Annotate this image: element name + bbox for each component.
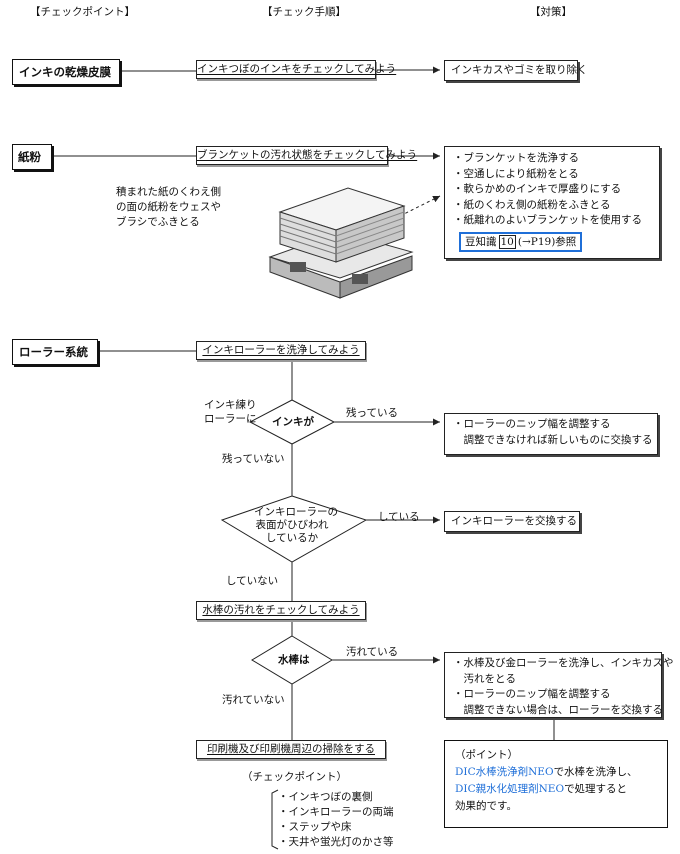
- action-item: 汚れをとる: [453, 672, 516, 685]
- checkpoint-bracket: [271, 789, 279, 850]
- action-item: ・ローラーのニップ幅を調整する: [453, 418, 611, 430]
- paper-stack-illustration: [268, 187, 414, 299]
- action-item: ・紙のくわえ側の紙粉をふきとる: [453, 198, 611, 211]
- checkpoint-list: ・インキつぼの裏側 ・インキローラーの両端 ・ステップや床 ・天井や蛍光灯のかさ…: [278, 790, 394, 850]
- point-text: で処理すると: [564, 783, 628, 795]
- step-check-water-roller-label: 水棒の汚れをチェックしてみよう: [202, 604, 360, 616]
- decision-water-yes: 汚れている: [346, 646, 399, 658]
- decision-ink-no: 残っていない: [222, 453, 285, 465]
- step-clean-press-label: 印刷機及び印刷機周辺の掃除をする: [207, 743, 375, 755]
- decision-line: 表面がひびわれ: [255, 519, 329, 531]
- step-check-blanket: ブランケットの汚れ状態をチェックしてみよう: [196, 146, 417, 165]
- action-list-paper-dust: ・ブランケットを洗浄する ・空通しにより紙粉をとる ・軟らかめのインキで厚盛りに…: [444, 146, 660, 259]
- side-label-line: インキ練り: [204, 399, 257, 411]
- caption-line: の面の紙粉をウェスや: [116, 201, 221, 213]
- checkpoint-item: ・ステップや床: [278, 821, 352, 833]
- reference-page: (→P19)参照: [517, 235, 577, 248]
- action-item: ・紙離れのよいブランケットを使用する: [453, 214, 642, 226]
- checkpoint-item: ・インキローラーの両端: [278, 806, 394, 818]
- side-label-kneading-roller: インキ練り ローラーに: [204, 398, 257, 426]
- action-wash-water-roller: ・水棒及び金ローラーを洗浄し、インキカスや 汚れをとる ・ローラーのニップ幅を調…: [444, 652, 674, 718]
- decision-water-no: 汚れていない: [222, 694, 285, 706]
- decision-water-label: 水棒は: [278, 654, 310, 666]
- point-box: （ポイント） DIC水棒洗浄剤NEOで水棒を洗浄し、 DIC親水化処理剤NEOで…: [444, 740, 668, 828]
- caption-line: ブラシでふきとる: [116, 216, 200, 228]
- step-clean-press: 印刷機及び印刷機周辺の掃除をする: [196, 740, 386, 759]
- category-roller-system: ローラー系統: [12, 339, 98, 365]
- point-line-1: DIC水棒洗浄剤NEOで水棒を洗浄し、: [455, 764, 657, 781]
- action-item: ・ブランケットを洗浄する: [453, 152, 579, 164]
- category-paper-dust: 紙粉: [12, 144, 52, 170]
- decision-ink-label: インキが: [272, 416, 314, 428]
- action-item: 調整できない場合は、ローラーを交換する: [453, 703, 663, 716]
- header-procedure: 【チェック手順】: [262, 6, 346, 18]
- point-text: で水棒を洗浄し、: [553, 766, 638, 778]
- checkpoint-item: ・インキつぼの裏側: [278, 791, 373, 803]
- action-replace-roller: インキローラーを交換する: [444, 511, 580, 532]
- step-wash-ink-roller-label: インキローラーを洗浄してみよう: [202, 344, 360, 356]
- illustration-caption: 積まれた紙のくわえ側 の面の紙粉をウェスや ブラシでふきとる: [116, 185, 221, 230]
- point-line-2: DIC親水化処理剤NEOで処理すると: [455, 781, 657, 798]
- checkpoint-item: ・天井や蛍光灯のかさ等: [278, 836, 394, 848]
- step-wash-ink-roller: インキローラーを洗浄してみよう: [196, 341, 366, 360]
- point-title: （ポイント）: [455, 749, 518, 761]
- step-check-ink-fountain: インキつぼのインキをチェックしてみよう: [196, 60, 396, 79]
- dashed-pointer-arrow: [399, 195, 441, 217]
- reference-prefix: 豆知識: [465, 235, 497, 248]
- product-name: DIC親水化処理剤NEO: [455, 783, 565, 795]
- side-label-line: ローラーに: [204, 413, 257, 425]
- decision-line: しているか: [265, 532, 319, 544]
- decision-crack-no: していない: [226, 575, 279, 587]
- reference-number: 10: [498, 234, 516, 249]
- header-countermeasure: 【対策】: [530, 6, 572, 18]
- decision-crack-yes: している: [378, 511, 420, 523]
- checkpoint-title: （チェックポイント）: [242, 771, 347, 783]
- step-check-ink-fountain-label: インキつぼのインキをチェックしてみよう: [197, 63, 397, 75]
- step-check-blanket-label: ブランケットの汚れ状態をチェックしてみよう: [197, 149, 418, 161]
- category-ink-dry-film: インキの乾燥皮膜: [12, 59, 120, 85]
- action-adjust-nip: ・ローラーのニップ幅を調整する 調整できなければ新しいものに交換する: [444, 413, 658, 455]
- action-remove-ink-residue: インキカスやゴミを取り除く: [444, 60, 588, 81]
- action-item: ・水棒及び金ローラーを洗浄し、インキカスや: [453, 657, 674, 669]
- step-check-water-roller: 水棒の汚れをチェックしてみよう: [196, 601, 366, 620]
- product-name: DIC水棒洗浄剤NEO: [455, 766, 554, 778]
- action-item: ・空通しにより紙粉をとる: [453, 167, 579, 180]
- header-checkpoint: 【チェックポイント】: [30, 6, 135, 18]
- decision-line: インキローラーの: [254, 506, 338, 518]
- decision-ink-yes: 残っている: [346, 407, 398, 419]
- caption-line: 積まれた紙のくわえ側: [116, 186, 221, 198]
- action-item: ・軟らかめのインキで厚盛りにする: [453, 183, 622, 195]
- point-text: 効果的です。: [455, 800, 517, 812]
- decision-crack-label: インキローラーの 表面がひびわれ しているか: [254, 506, 338, 545]
- action-item: 調整できなければ新しいものに交換する: [453, 433, 653, 446]
- action-item: ・ローラーのニップ幅を調整する: [453, 688, 611, 700]
